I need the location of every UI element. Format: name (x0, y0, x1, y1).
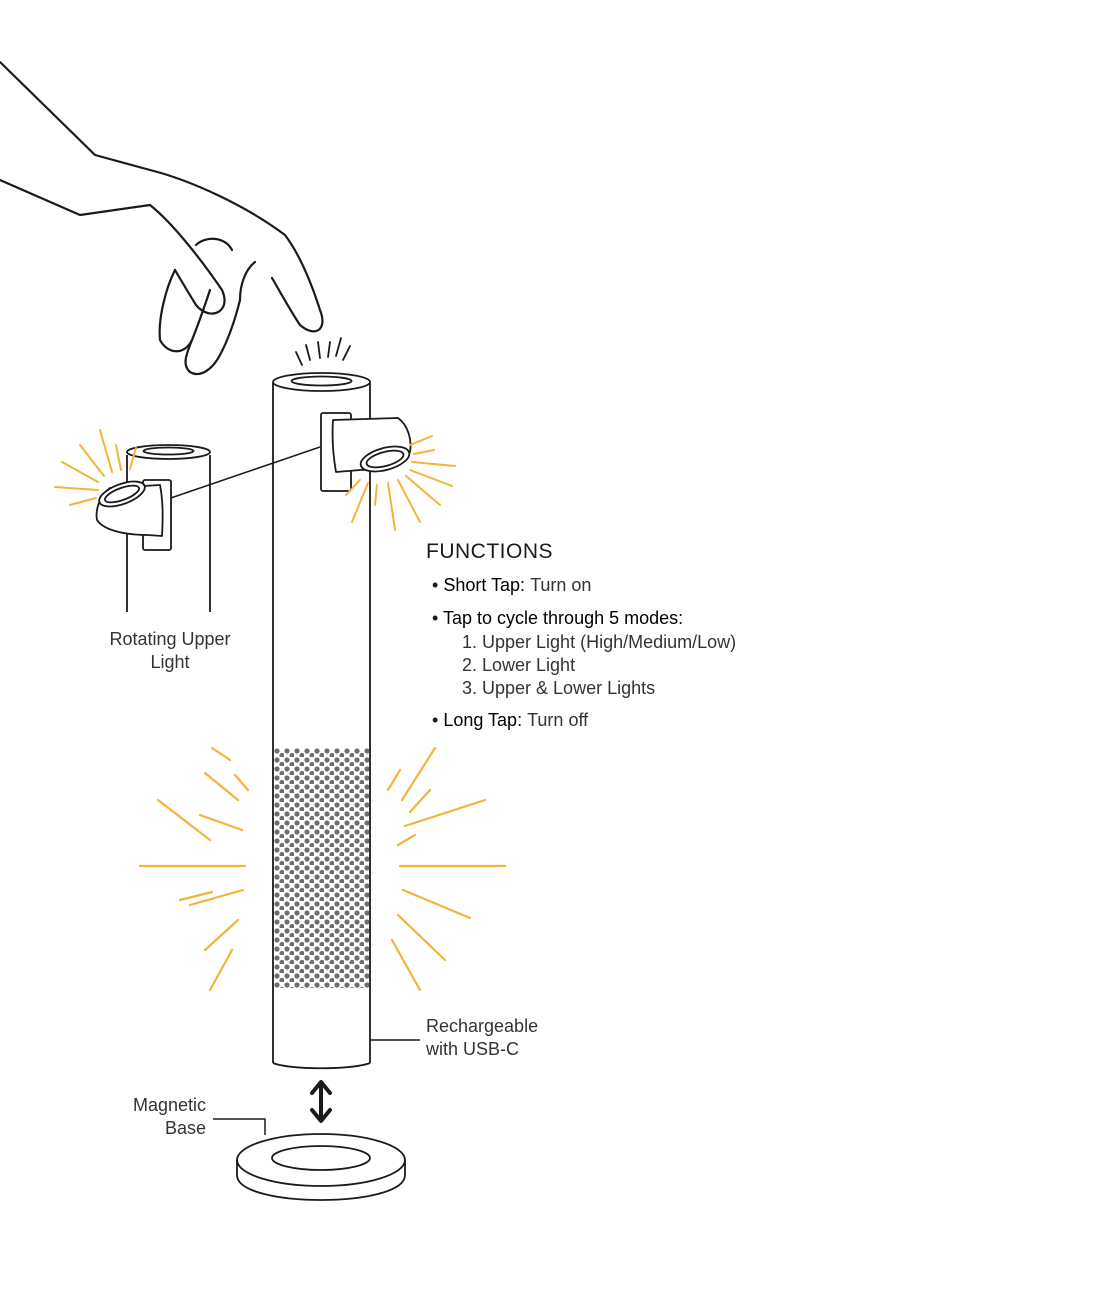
label-magnetic-base: Magnetic Base (132, 1095, 206, 1138)
function-item-short-tap: • Short Tap: Turn on (432, 575, 591, 596)
upper-light-glow (345, 435, 456, 531)
bullet: • (432, 575, 439, 595)
magnetic-base-ring (236, 1133, 406, 1201)
lamp-column (272, 372, 371, 1070)
leader-line-magnetic (213, 1118, 266, 1135)
hand-tap-icon (0, 60, 324, 376)
double-arrow-icon (310, 1080, 332, 1123)
functions-heading: FUNCTIONS (426, 540, 553, 563)
mode-item-1: 1. Upper Light (High/Medium/Low) (462, 632, 737, 652)
label-rotating-upper-light: Rotating Upper Light (109, 629, 231, 672)
detail-light-glow (54, 429, 137, 506)
mode-item-3: 3. Upper & Lower Lights (462, 678, 656, 698)
label-rechargeable: Rechargeable with USB-C (426, 1016, 539, 1059)
function-value: Turn off (527, 710, 589, 730)
function-item-cycle: • Tap to cycle through 5 modes: (432, 608, 683, 629)
function-item-long-tap: • Long Tap: Turn off (432, 710, 588, 731)
detail-light-head (95, 479, 172, 551)
perforated-lower-light (274, 748, 369, 988)
bullet: • (432, 710, 439, 730)
function-value: Turn on (530, 575, 592, 595)
mode-item-2: 2. Lower Light (462, 655, 576, 675)
function-key: Long Tap: (443, 710, 523, 730)
lower-light-glow-left (138, 746, 250, 992)
tap-spark-icon (295, 337, 351, 366)
upper-light-head (320, 412, 412, 492)
leader-line-upper (164, 446, 321, 501)
function-key: Short Tap: (443, 575, 526, 595)
lower-light-glow-right (386, 746, 507, 992)
function-key: Tap to cycle through 5 modes: (443, 608, 684, 628)
bullet: • (432, 608, 439, 628)
